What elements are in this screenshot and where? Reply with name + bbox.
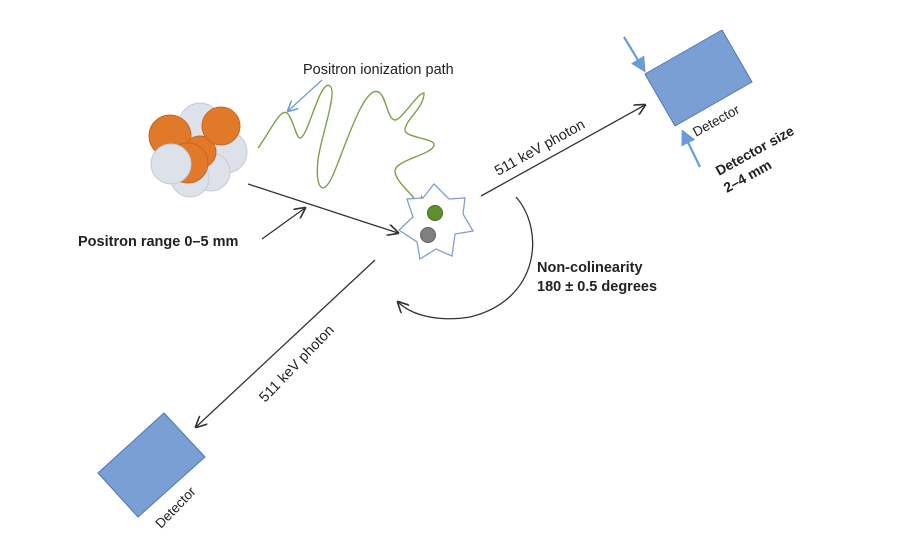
ionization-path-label: Positron ionization path	[303, 62, 454, 78]
positron-range-pointer	[261, 208, 305, 240]
photon-lower-arrow	[196, 259, 376, 427]
ionization-path	[257, 84, 435, 208]
positron	[420, 227, 436, 243]
detector-size-arrow-bottom	[681, 129, 701, 168]
detector-size-arrow-top	[623, 36, 646, 73]
electron	[427, 205, 443, 221]
nucleon-proton	[201, 106, 241, 146]
noncolinearity-arc	[398, 196, 534, 320]
photon-lower-label: 511 keV photon	[256, 322, 337, 405]
annihilation-event	[397, 183, 475, 261]
detector-lower	[97, 412, 206, 518]
noncolinearity-label-line2: 180 ± 0.5 degrees	[537, 279, 657, 295]
nucleus	[148, 102, 248, 198]
detector-upper	[644, 29, 753, 127]
nucleon-neutron	[150, 143, 192, 185]
annihilation-star-icon	[397, 183, 475, 261]
ionization-pointer-arrow	[288, 79, 323, 111]
noncolinearity-label-line1: Non-colinearity	[537, 260, 643, 276]
positron-range-label: Positron range 0–5 mm	[78, 234, 238, 250]
photon-upper-label: 511 keV photon	[492, 117, 588, 180]
positron-travel-arrow	[247, 183, 398, 233]
photon-upper-arrow	[480, 105, 645, 197]
